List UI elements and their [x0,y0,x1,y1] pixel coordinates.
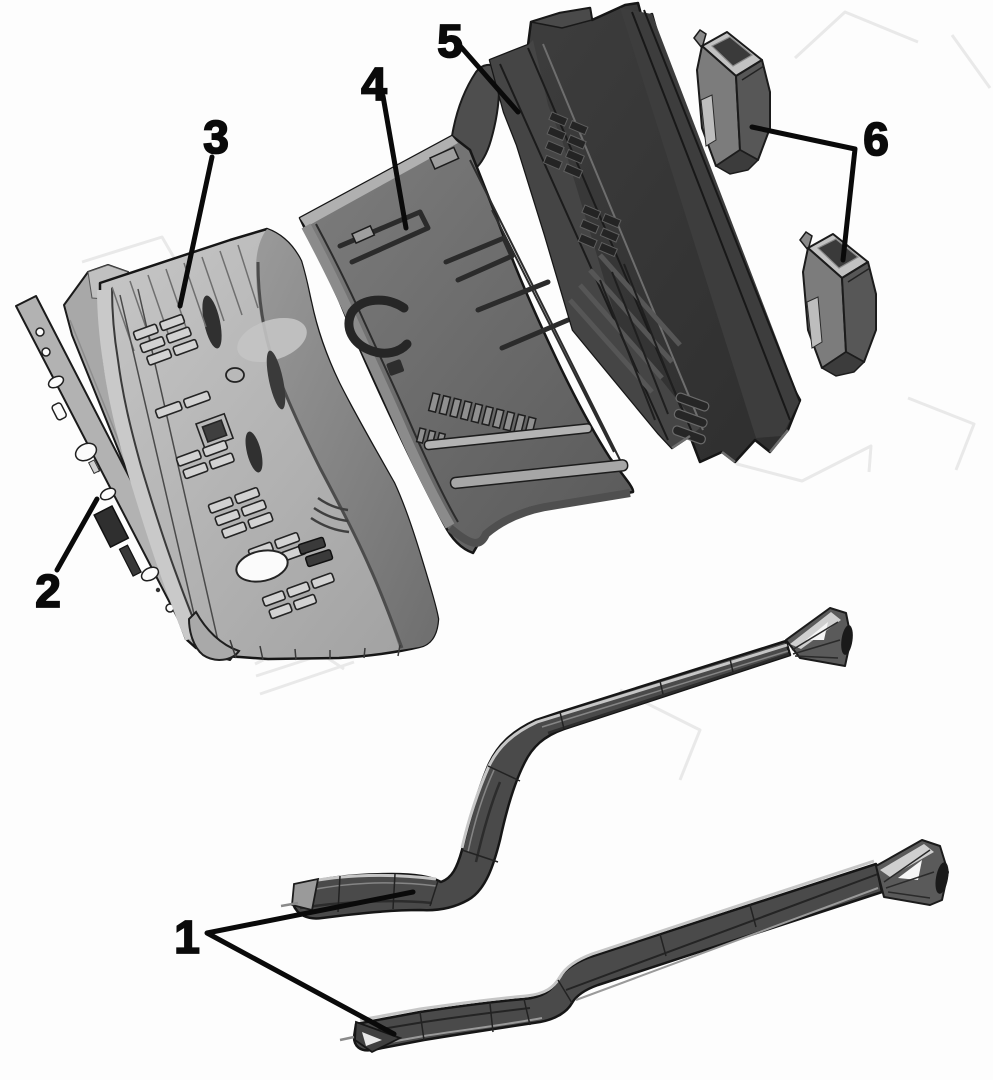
callout-labels: 1 2 3 4 5 6 [34,14,889,964]
part-2-bracket [87,459,142,577]
part-5-cross-braces [568,253,682,394]
part-3-top-striations [111,244,259,352]
callout-6-leader [749,124,858,263]
part-3-oval-hole [235,549,289,583]
part-5-left-rail [490,40,700,448]
callout-6-label: 6 [863,113,889,165]
part-1-rail-rear [339,839,949,1054]
callout-4-leader [380,93,409,231]
callout-3-label: 3 [203,111,229,163]
callout-5-leader [458,44,521,115]
part-3-dark-ribs [297,536,334,568]
callout-4-label: 4 [361,58,387,110]
part-4-grooves [337,209,571,351]
part-4-floor-panel [298,64,635,555]
callout-2-leader [54,496,100,573]
callout-leaders [54,44,858,1037]
part-3-foot [187,610,241,661]
part-1-rail-front-flare [785,607,853,667]
callout-5-label: 5 [437,15,463,67]
callout-1-leader [204,889,416,1037]
part-3-ribs [132,313,335,620]
callout-1-label: 1 [174,911,200,963]
part-5-ladder-slots [542,111,622,258]
part-1-rail-rear-flare [875,839,949,906]
part-2-holes [35,327,175,613]
part-6-bracket-lower [799,230,877,377]
part-5-rail-assembly [488,1,802,464]
part-4-c-loop [344,295,412,358]
part-6-bracket-upper [693,28,771,175]
part-3-floor-panel [97,227,440,661]
callout-3-leader [177,154,215,309]
part-1-rail-front [280,607,853,920]
callout-2-label: 2 [35,565,61,617]
